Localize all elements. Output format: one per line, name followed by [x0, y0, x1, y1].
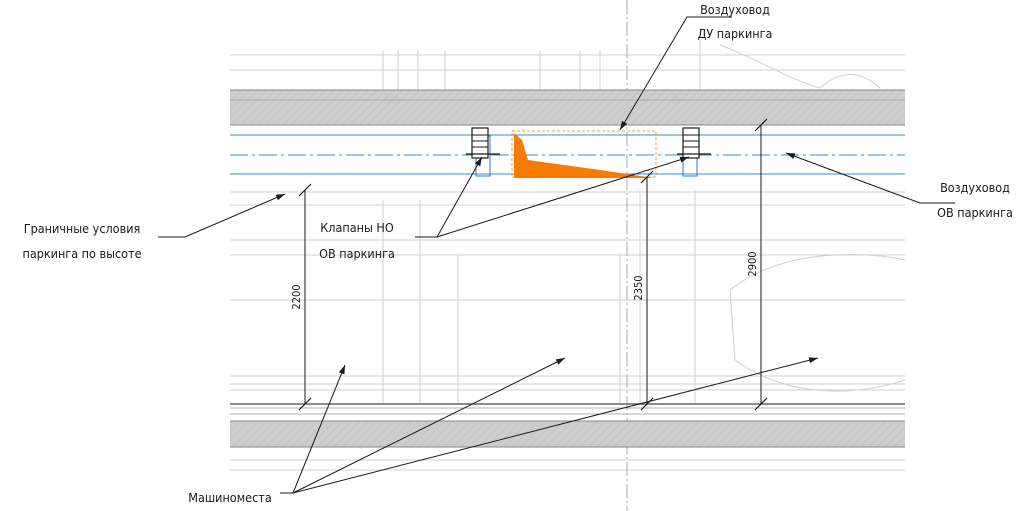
label-smoke-duct-line2: ДУ паркинга — [698, 26, 773, 41]
label-vent-duct-line2: ОВ паркинга — [937, 205, 1013, 220]
label-vent-duct-line1: Воздуховод — [940, 180, 1010, 195]
background-geometry — [230, 40, 906, 471]
smoke-fill — [514, 133, 654, 178]
smoke-duct — [511, 130, 657, 178]
dimension-2200 — [298, 183, 312, 411]
label-valves-line1: Клапаны НО — [320, 220, 394, 235]
valve-right — [677, 127, 711, 177]
label-valves-line2: ОВ паркинга — [319, 246, 395, 261]
dimension-label-2900: 2900 — [746, 251, 759, 276]
valve-left — [466, 127, 500, 177]
dimension-2900 — [754, 118, 768, 411]
label-boundary-line1: Граничные условия — [24, 221, 141, 236]
dimension-label-2350: 2350 — [632, 275, 645, 300]
dimension-2350 — [640, 170, 654, 411]
leader-lines — [158, 16, 955, 494]
label-boundary-line2: паркинга по высоте — [22, 246, 141, 261]
dimension-label-2200: 2200 — [290, 284, 303, 309]
upper-slab — [230, 89, 905, 126]
label-smoke-duct-line1: Воздуховод — [700, 2, 770, 17]
lower-slab — [230, 403, 905, 448]
label-parking-spaces: Машиноместа — [188, 490, 271, 505]
